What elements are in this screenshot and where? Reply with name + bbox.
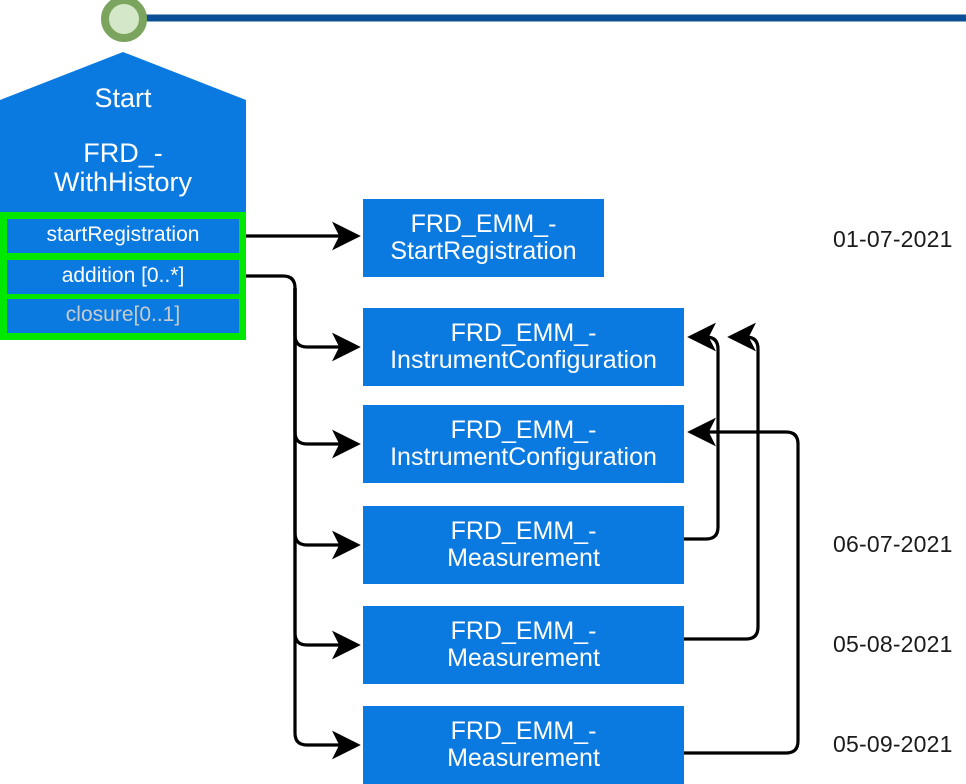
start-circle-marker[interactable] bbox=[101, 0, 147, 42]
date-measurement-2: 05-08-2021 bbox=[833, 631, 953, 657]
node-measurement-1[interactable] bbox=[363, 506, 684, 584]
start-pentagon[interactable] bbox=[0, 52, 246, 212]
date-start-registration: 01-07-2021 bbox=[833, 226, 953, 252]
node-instrument-configuration-2[interactable] bbox=[363, 405, 684, 483]
edge-addition-to-m1 bbox=[293, 288, 361, 560]
edge-m3-to-ic2 bbox=[684, 417, 800, 755]
edge-addition-to-ic2 bbox=[293, 288, 361, 459]
edge-m2-to-ic1 bbox=[684, 322, 760, 641]
node-measurement-3[interactable] bbox=[363, 706, 684, 784]
edge-addition-to-m3 bbox=[293, 288, 361, 760]
slot-addition[interactable] bbox=[7, 260, 239, 294]
edge-addition-to-ic1 bbox=[246, 274, 361, 362]
node-measurement-2[interactable] bbox=[363, 606, 684, 684]
date-measurement-3: 05-09-2021 bbox=[833, 731, 953, 757]
slot-closure[interactable] bbox=[7, 299, 239, 333]
node-instrument-configuration-1[interactable] bbox=[363, 308, 684, 386]
edge-addition-to-m2 bbox=[293, 288, 361, 660]
slot-startregistration[interactable] bbox=[7, 219, 239, 253]
edge-m1-to-ic1 bbox=[684, 322, 720, 541]
date-measurement-1: 06-07-2021 bbox=[833, 531, 953, 557]
node-start-registration[interactable] bbox=[363, 199, 604, 277]
